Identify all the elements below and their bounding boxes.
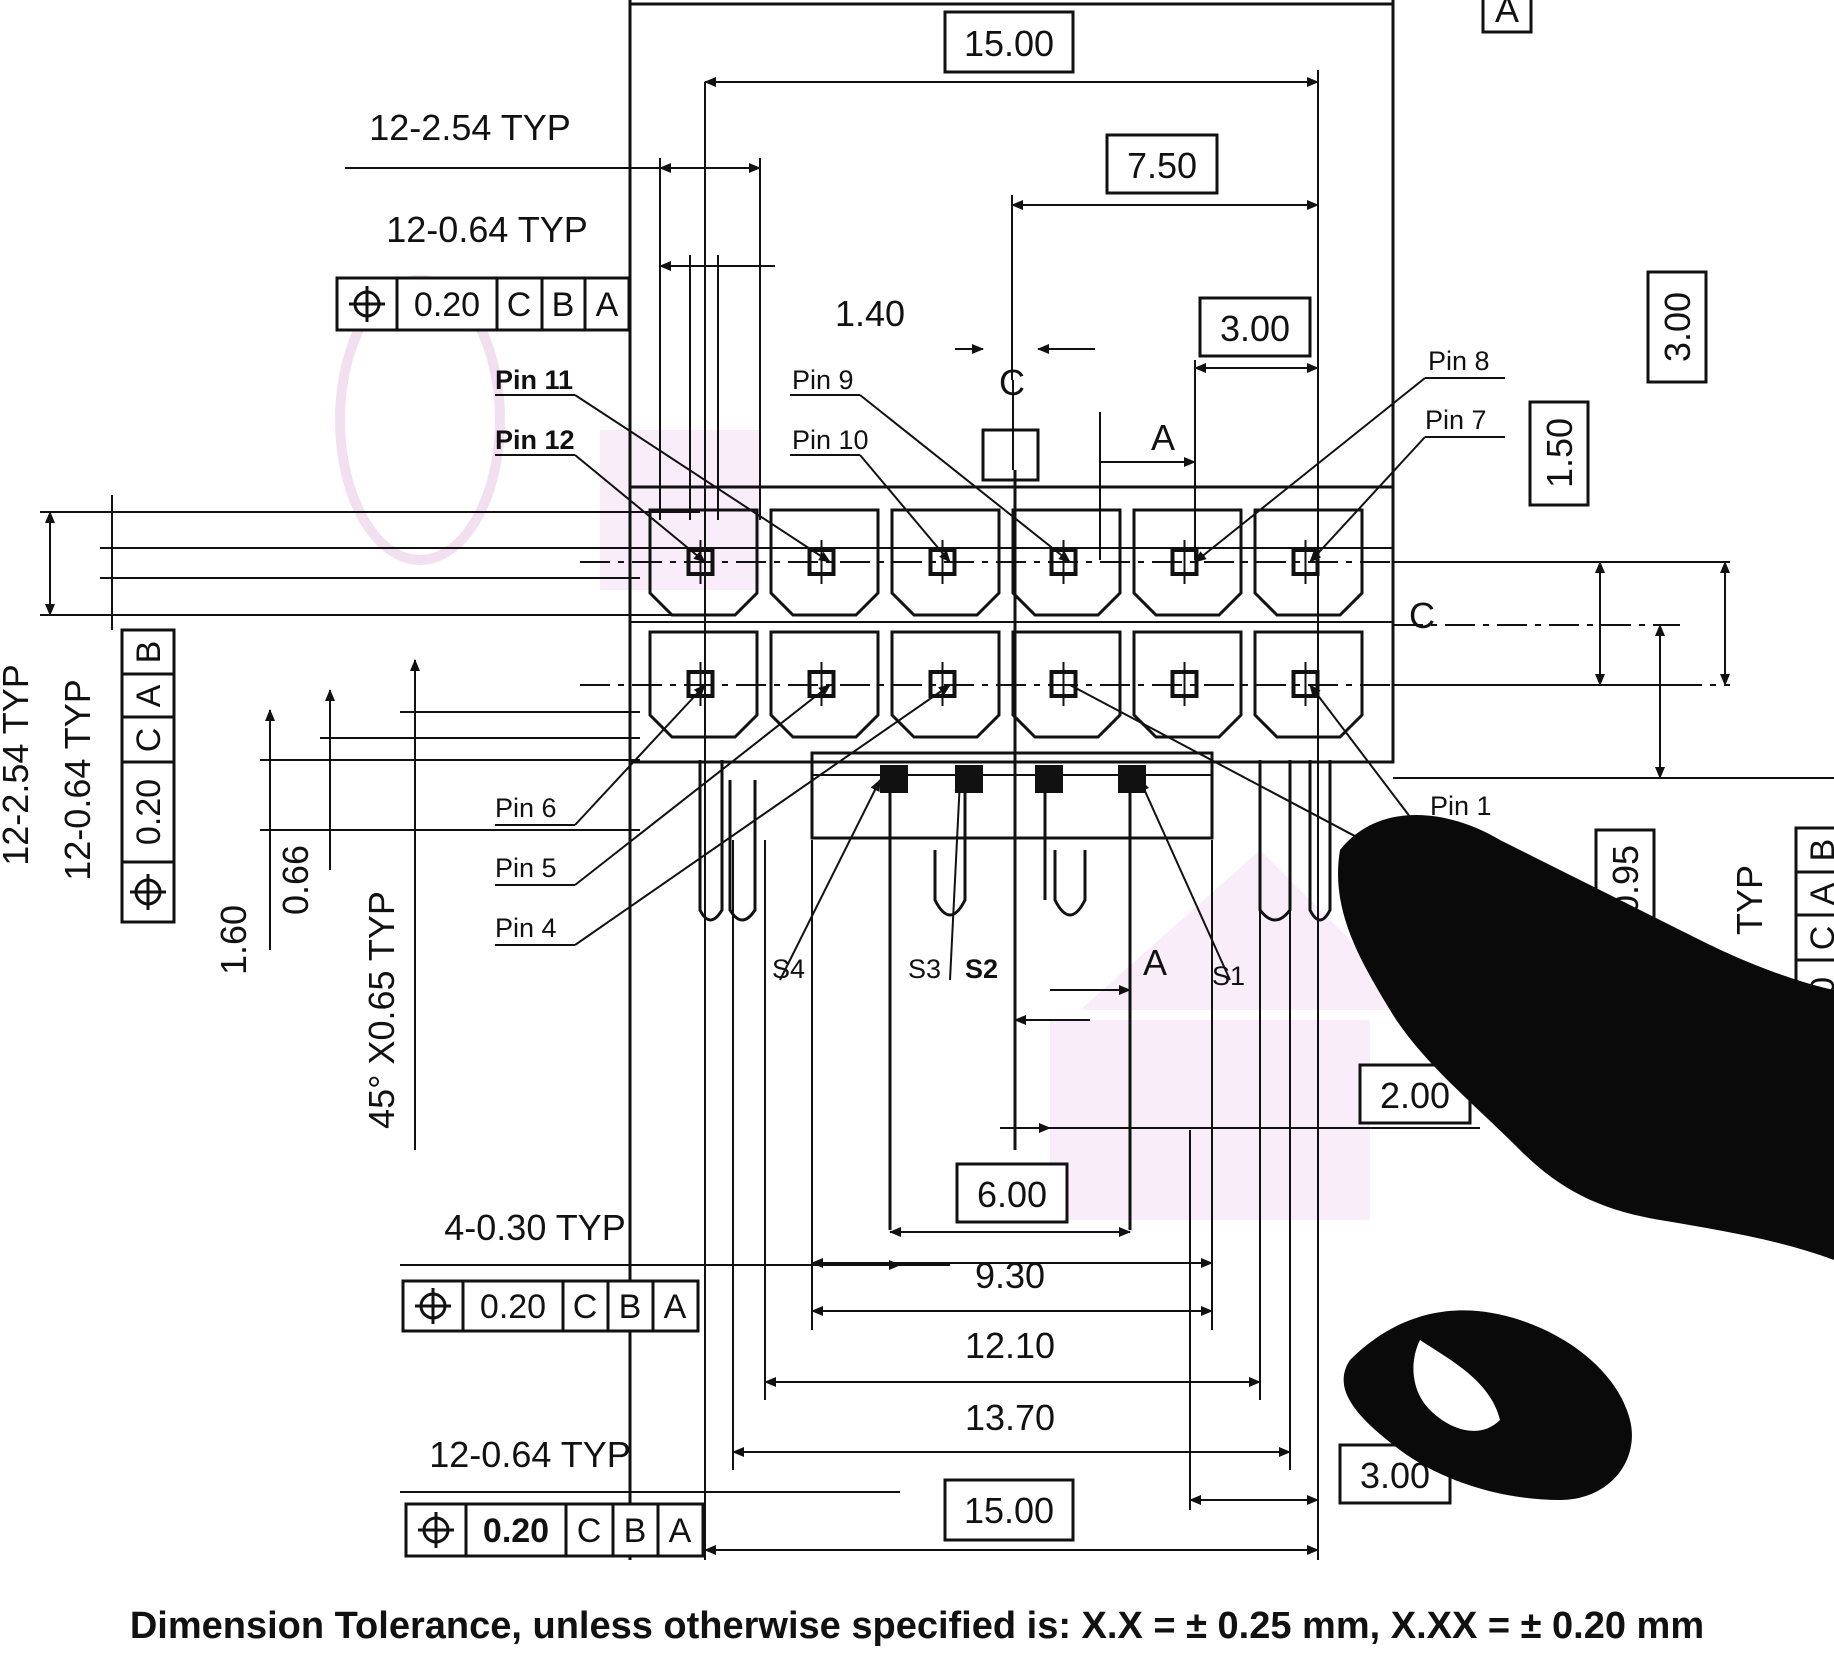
svg-text:0.20: 0.20 <box>483 1512 549 1550</box>
pin-cavity <box>769 630 880 739</box>
svg-text:0.20: 0.20 <box>414 286 480 324</box>
label-s2: S2 <box>965 954 998 984</box>
svg-text:12.10: 12.10 <box>965 1325 1055 1366</box>
svg-text:6.00: 6.00 <box>977 1174 1047 1215</box>
label-pin-8: Pin 8 <box>1428 346 1490 376</box>
dimension-lines <box>45 70 1730 1560</box>
svg-text:0.20: 0.20 <box>130 779 168 845</box>
dim-3-00-top: 3.00 <box>1198 296 1312 358</box>
svg-text:A: A <box>130 684 168 707</box>
svg-text:1.50: 1.50 <box>1539 418 1580 488</box>
pin-cavity <box>1253 630 1364 739</box>
label-pin-12: Pin 12 <box>495 425 575 455</box>
svg-text:B: B <box>552 286 575 324</box>
label-pin-10: Pin 10 <box>792 425 869 455</box>
fcf-side: 0.20 C A B <box>120 628 176 924</box>
dim-3-00-vertical: 3.00 <box>1646 270 1708 384</box>
fcf-top: 0.20 C B A <box>335 276 631 332</box>
svg-text:0.20: 0.20 <box>480 1288 546 1326</box>
label-s3: S3 <box>908 954 941 984</box>
svg-text:B: B <box>624 1512 647 1550</box>
pin-cavity <box>1011 630 1122 739</box>
svg-text:15.00: 15.00 <box>964 23 1054 64</box>
dim-pitch-typ-side: 12-2.54 TYP <box>0 664 36 865</box>
datum-a-label-lower: A <box>1143 942 1167 983</box>
pin-cavity <box>648 508 759 617</box>
svg-text:C: C <box>507 286 532 324</box>
extension-lines <box>40 511 1834 1129</box>
svg-text:B: B <box>619 1288 642 1326</box>
dim-signal-pin-typ: 4-0.30 TYP <box>444 1207 625 1248</box>
svg-text:9.30: 9.30 <box>975 1255 1045 1296</box>
svg-text:2.00: 2.00 <box>1380 1075 1450 1116</box>
pin-cavity-grid <box>648 508 1364 739</box>
fcf-bottom: 0.20 C B A <box>404 1502 705 1558</box>
label-pin-4: Pin 4 <box>495 913 557 943</box>
pin-cavity <box>769 508 880 617</box>
label-pin-9: Pin 9 <box>792 365 854 395</box>
datum-a-top: A <box>1481 0 1533 34</box>
centerline-c-label: C <box>999 362 1025 403</box>
dim-15-bottom: 15.00 <box>943 1478 1075 1542</box>
pin-leaders <box>495 377 1505 981</box>
dim-1-40: 1.40 <box>835 293 905 334</box>
pin-cavity <box>1132 630 1243 739</box>
dim-13-70: 13.70 <box>965 1397 1055 1438</box>
label-s4: S4 <box>772 954 805 984</box>
pin-cavity <box>1011 508 1122 617</box>
svg-text:C: C <box>1804 926 1834 951</box>
label-pin-1: Pin 1 <box>1430 791 1492 821</box>
label-pin-7: Pin 7 <box>1425 405 1487 435</box>
svg-text:3.00: 3.00 <box>1220 308 1290 349</box>
label-pin-11: Pin 11 <box>495 365 573 395</box>
signal-housing <box>698 380 1332 1230</box>
svg-text:C: C <box>577 1512 602 1550</box>
centerlines <box>580 561 1730 686</box>
dim-0-66: 0.66 <box>275 845 316 915</box>
pin-cavity <box>890 508 1001 617</box>
dim-15-top: 15.00 <box>943 10 1075 74</box>
svg-text:3.00: 3.00 <box>1657 292 1698 362</box>
svg-text:A: A <box>596 286 619 324</box>
pin-cavity <box>1132 508 1243 617</box>
dim-pin-dia-typ-bottom: 12-0.64 TYP <box>429 1434 630 1475</box>
svg-text:B: B <box>1804 839 1834 862</box>
svg-text:1.40: 1.40 <box>835 293 905 334</box>
dim-1-50: 1.50 <box>1528 400 1590 507</box>
svg-text:13.70: 13.70 <box>965 1397 1055 1438</box>
svg-text:C: C <box>130 728 168 753</box>
label-s1: S1 <box>1212 961 1245 991</box>
pin-cavity <box>648 630 759 739</box>
centerline-c-label-right: C <box>1409 595 1435 636</box>
svg-text:B: B <box>130 641 168 664</box>
tolerance-note: Dimension Tolerance, unless otherwise sp… <box>130 1605 1704 1647</box>
dim-pitch-typ-top: 12-2.54 TYP <box>369 107 570 148</box>
pin-cavity <box>890 630 1001 739</box>
watermark <box>335 275 1420 1220</box>
svg-text:7.50: 7.50 <box>1127 145 1197 186</box>
dim-1-60: 1.60 <box>213 905 254 975</box>
dim-6-00: 6.00 <box>955 1162 1069 1224</box>
dim-12-10: 12.10 <box>965 1325 1055 1366</box>
svg-text:A: A <box>669 1512 692 1550</box>
dim-7-50: 7.50 <box>1105 133 1219 195</box>
svg-text:C: C <box>573 1288 598 1326</box>
datum-a-label: A <box>1151 417 1175 458</box>
dim-right-typ: TYP <box>1729 865 1770 935</box>
svg-text:A: A <box>1804 882 1834 905</box>
svg-text:A: A <box>664 1288 687 1326</box>
label-pin-6: Pin 6 <box>495 793 557 823</box>
ink-blot <box>1338 815 1834 1500</box>
fcf-signal: 0.20 C B A <box>401 1279 700 1333</box>
svg-text:15.00: 15.00 <box>964 1490 1054 1531</box>
label-pin-5: Pin 5 <box>495 853 557 883</box>
dim-pin-dia-typ-side: 12-0.64 TYP <box>57 679 98 880</box>
dim-pin-dia-typ-top: 12-0.64 TYP <box>386 209 587 250</box>
svg-text:A: A <box>1495 0 1519 30</box>
pin-cavity <box>1253 508 1364 617</box>
dim-9-30: 9.30 <box>975 1255 1045 1296</box>
dim-chamfer: 45° X0.65 TYP <box>361 891 402 1129</box>
